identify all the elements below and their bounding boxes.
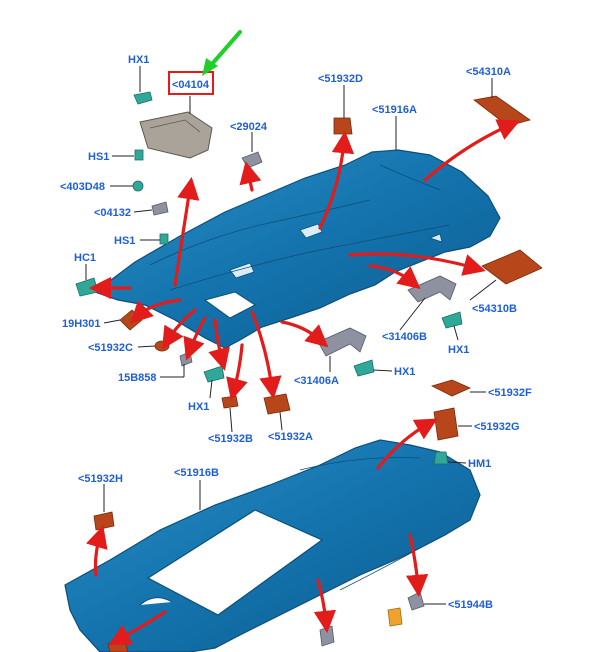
- label-29024: <29024: [230, 121, 268, 133]
- pad-19h301: [119, 309, 143, 331]
- part-29024: [241, 151, 263, 169]
- label-51932a: <51932A: [268, 431, 313, 443]
- leader-lines: [85, 66, 497, 605]
- headliner-51916a: [93, 149, 501, 349]
- highlight-box-04104: [168, 71, 214, 95]
- bracket-hx1-top: [133, 91, 153, 105]
- pad-54310a: [473, 95, 531, 127]
- pad-51932h: [93, 511, 115, 531]
- label-51932d: <51932D: [318, 73, 363, 85]
- clip-hs1-b: [159, 233, 169, 245]
- bracket-hc1: [75, 277, 99, 297]
- label-51932c: <51932C: [88, 342, 133, 354]
- installation-arrows: [86, 119, 521, 646]
- label-hx1-right: HX1: [448, 344, 469, 356]
- pad-54310b: [481, 249, 543, 285]
- label-15b858: 15B858: [118, 372, 157, 384]
- label-hx1-bottom-middle: HX1: [394, 366, 415, 378]
- grab-handle-31406b: [407, 275, 457, 303]
- label-19h301: 19H301: [62, 318, 101, 330]
- part-51944b: [407, 591, 425, 611]
- label-31406b: <31406B: [382, 331, 427, 343]
- label-54310a: <54310A: [466, 66, 511, 78]
- label-51932f: <51932F: [488, 387, 532, 399]
- part-labels: HX1 <04104 <51932D <54310A <51916A <2902…: [60, 54, 532, 611]
- part-15b858: [179, 351, 193, 367]
- callout-arrow: [202, 30, 242, 76]
- label-51932h: <51932H: [78, 473, 123, 485]
- label-hc1: HC1: [74, 252, 96, 264]
- part-lower-orange-clip: [387, 607, 403, 627]
- label-54310b: <54310B: [472, 303, 517, 315]
- part-51932c: [154, 340, 170, 352]
- label-31406a: <31406A: [294, 375, 339, 387]
- label-51916a: <51916A: [372, 104, 417, 116]
- pad-51932b: [221, 395, 239, 409]
- pad-51932f: [430, 379, 471, 397]
- sun-visor: [139, 111, 213, 159]
- label-51944b: <51944B: [448, 599, 493, 611]
- label-hs1-a: HS1: [88, 151, 109, 163]
- pad-51932d: [333, 117, 353, 135]
- part-04132: [151, 201, 169, 216]
- label-hx1-bottom-left: HX1: [188, 401, 209, 413]
- part-hm1: [433, 451, 449, 465]
- label-04132: <04132: [94, 207, 131, 219]
- label-hm1: HM1: [468, 458, 491, 470]
- label-hx1-top: HX1: [128, 54, 149, 66]
- part-403d48: [132, 180, 144, 192]
- label-403d48: <403D48: [60, 181, 105, 193]
- grab-handle-31406a: [317, 327, 367, 357]
- label-51932b: <51932B: [208, 433, 253, 445]
- clip-hs1-a: [134, 149, 144, 161]
- pad-51932a: [263, 393, 291, 415]
- headliner-51916b: [64, 439, 481, 652]
- bracket-hx1-right: [441, 311, 463, 329]
- bracket-hx1-bottom-middle: [353, 359, 375, 377]
- label-51916b: <51916B: [174, 467, 219, 479]
- pad-51932g: [433, 407, 459, 441]
- label-04104: <04104: [172, 79, 210, 91]
- label-51932g: <51932G: [474, 421, 520, 433]
- part-lower-grey-clip: [319, 625, 335, 647]
- bracket-hx1-bottom-left: [203, 365, 225, 383]
- label-hs1-b: HS1: [114, 235, 135, 247]
